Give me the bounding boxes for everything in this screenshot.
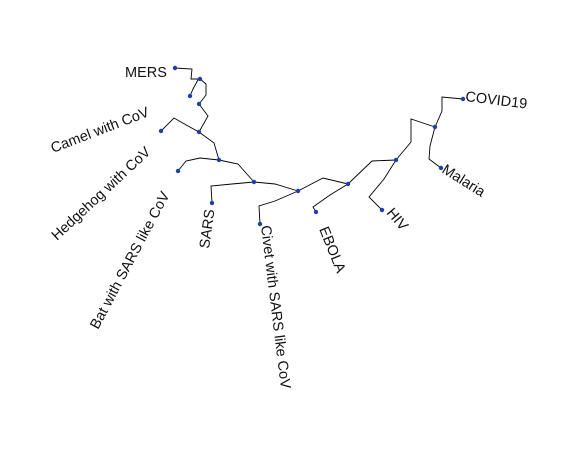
tip-label-sars: SARS	[197, 208, 218, 249]
tip-node-hiv	[379, 207, 385, 213]
branch-ebola	[312, 183, 349, 213]
branch-cm-group	[395, 118, 436, 161]
tip-label-hiv: HIV	[383, 205, 411, 234]
tree-nodes	[158, 65, 466, 227]
internal-node-cm-group	[432, 124, 438, 130]
branch-covid19	[434, 96, 464, 128]
branch-camel	[189, 77, 207, 105]
tip-label-malaria: Malaria	[439, 162, 489, 201]
tip-label-mers: MERS	[125, 65, 167, 81]
internal-node-ebola-group	[345, 181, 351, 187]
tip-node-bat	[175, 168, 181, 174]
branch-ebola-group	[297, 177, 349, 192]
branch-mers	[174, 67, 200, 80]
branch-sars-group	[218, 159, 255, 183]
tip-label-covid19: COVID19	[465, 89, 529, 112]
tip-label-ebola: EBOLA	[315, 225, 348, 276]
internal-node-mers-camel	[197, 76, 203, 82]
tip-node-malaria	[438, 165, 444, 171]
tip-node-covid19	[460, 96, 466, 102]
branch-malaria	[428, 126, 442, 169]
internal-node-root	[295, 188, 301, 194]
tip-node-camel	[187, 93, 193, 99]
branch-root	[253, 181, 299, 192]
branch-mers-camel	[198, 103, 209, 133]
internal-node-cov-a	[196, 101, 202, 107]
branch-civet	[258, 190, 299, 225]
tip-label-civet: Civet with SARS like CoV	[257, 225, 293, 390]
branch-hedgehog	[160, 117, 200, 133]
tip-label-bat: Bat with SARS like CoV	[87, 189, 173, 332]
branch-hiv-group	[347, 159, 397, 185]
internal-node-cov-b	[196, 129, 202, 135]
tip-node-civet	[257, 221, 263, 227]
tip-node-hedgehog	[158, 128, 164, 134]
branch-sars	[210, 181, 255, 204]
branch-bat	[177, 157, 220, 172]
internal-node-hiv-group	[393, 157, 399, 163]
internal-node-sars-group	[251, 179, 257, 185]
internal-node-cov-c	[216, 157, 222, 163]
tip-node-sars	[209, 200, 215, 206]
tip-node-ebola	[313, 209, 319, 215]
tip-label-camel: Camel with CoV	[49, 104, 152, 156]
tree-branches	[160, 67, 464, 225]
tip-node-mers	[172, 65, 178, 71]
branch-cov-group	[198, 131, 220, 161]
tip-labels: MERS Camel with CoV Hedgehog with CoV Ba…	[49, 65, 528, 390]
branch-hiv	[368, 159, 397, 211]
